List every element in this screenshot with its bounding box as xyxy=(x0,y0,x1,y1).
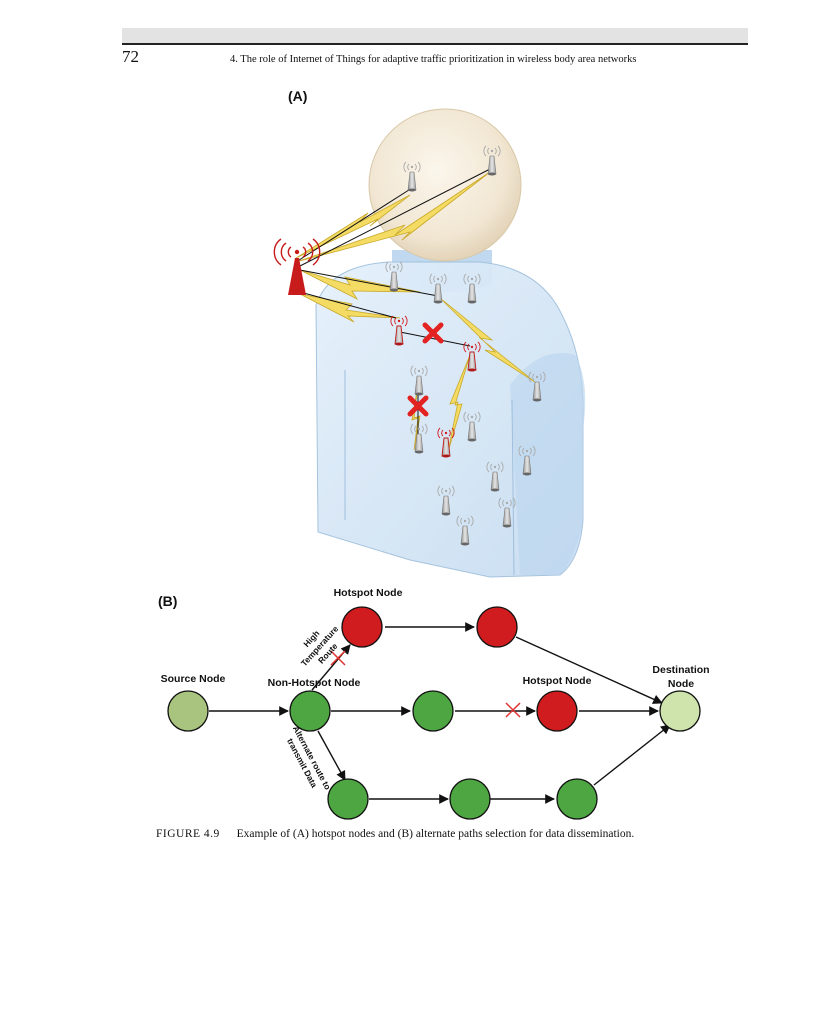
node xyxy=(556,778,598,820)
header-band xyxy=(122,28,748,43)
diagram-edges xyxy=(209,622,671,804)
panel-a-label: (A) xyxy=(288,88,307,104)
node xyxy=(449,778,491,820)
blocked-link-icon xyxy=(330,650,346,666)
destination-node-label: Node xyxy=(668,678,694,690)
hotspot-node xyxy=(536,690,578,732)
non-hotspot-node xyxy=(289,690,331,732)
figure-label: FIGURE 4.9 xyxy=(156,828,220,840)
hotspot-node-label: Hotspot Node xyxy=(523,675,592,687)
destination-node xyxy=(659,690,701,732)
figure-caption-text: Example of (A) hotspot nodes and (B) alt… xyxy=(236,828,635,840)
node xyxy=(412,690,454,732)
blocked-link-icon xyxy=(407,395,429,417)
node xyxy=(327,778,369,820)
non-hotspot-node-label: Non-Hotspot Node xyxy=(268,677,361,689)
link-lines xyxy=(295,167,493,448)
header-rule xyxy=(122,43,748,45)
panel-b-label: (B) xyxy=(158,593,177,609)
wireless-links xyxy=(295,171,536,453)
blocked-link-icon xyxy=(422,322,444,344)
base-station-tower-icon xyxy=(273,238,321,295)
hotspot-node xyxy=(476,606,518,648)
source-node xyxy=(167,690,209,732)
hotspot-node-label: Hotspot Node xyxy=(334,587,403,599)
body-illustration xyxy=(315,108,586,578)
figure-caption: FIGURE 4.9 Example of (A) hotspot nodes … xyxy=(156,828,634,840)
edge-arrow xyxy=(317,730,346,781)
running-head: 4. The role of Internet of Things for ad… xyxy=(230,54,637,65)
diagram-nodes xyxy=(167,606,701,820)
hotspot-node xyxy=(341,606,383,648)
source-node-label: Source Node xyxy=(161,673,226,685)
blocked-link-icon xyxy=(505,702,521,718)
page-number: 72 xyxy=(122,47,139,66)
edge-arrow xyxy=(593,724,671,786)
edge-arrow xyxy=(515,636,663,704)
destination-node-label: Destination xyxy=(652,664,709,676)
